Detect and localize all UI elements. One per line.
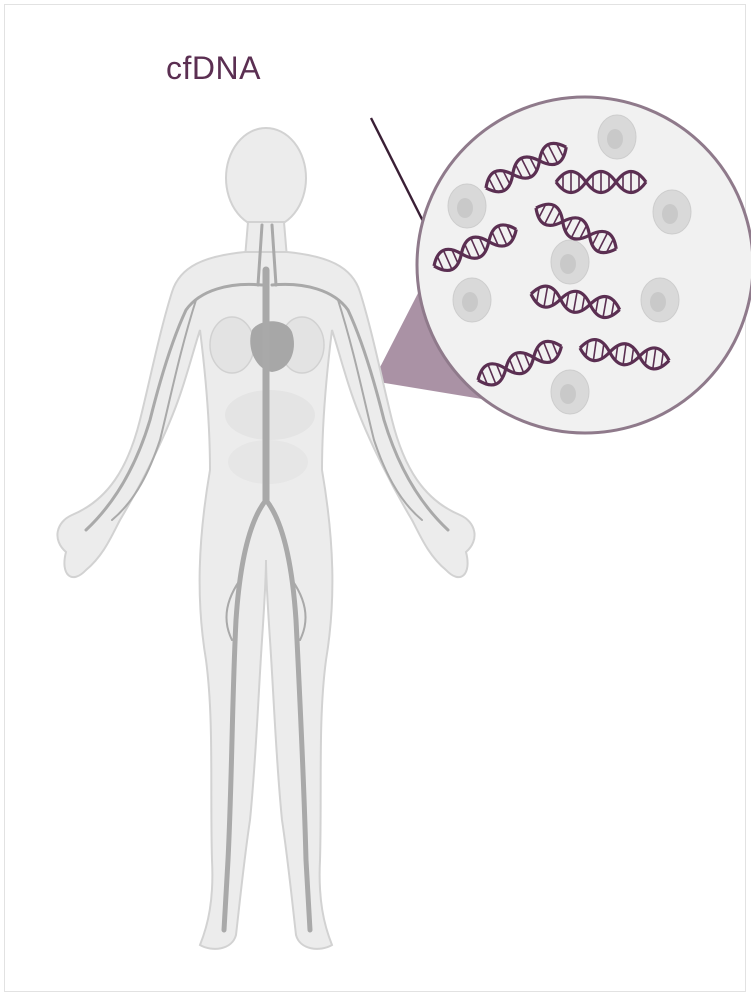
- blood-cell-icon: [453, 278, 491, 322]
- magnifier: [417, 97, 751, 433]
- blood-cell-icon: [551, 240, 589, 284]
- blood-cell-icon: [653, 190, 691, 234]
- blood-cell-icon: [641, 278, 679, 322]
- human-body-circulatory-icon: [57, 128, 474, 949]
- blood-cell-icon: [551, 370, 589, 414]
- blood-cell-icon: [448, 184, 486, 228]
- blood-cell-icon: [598, 115, 636, 159]
